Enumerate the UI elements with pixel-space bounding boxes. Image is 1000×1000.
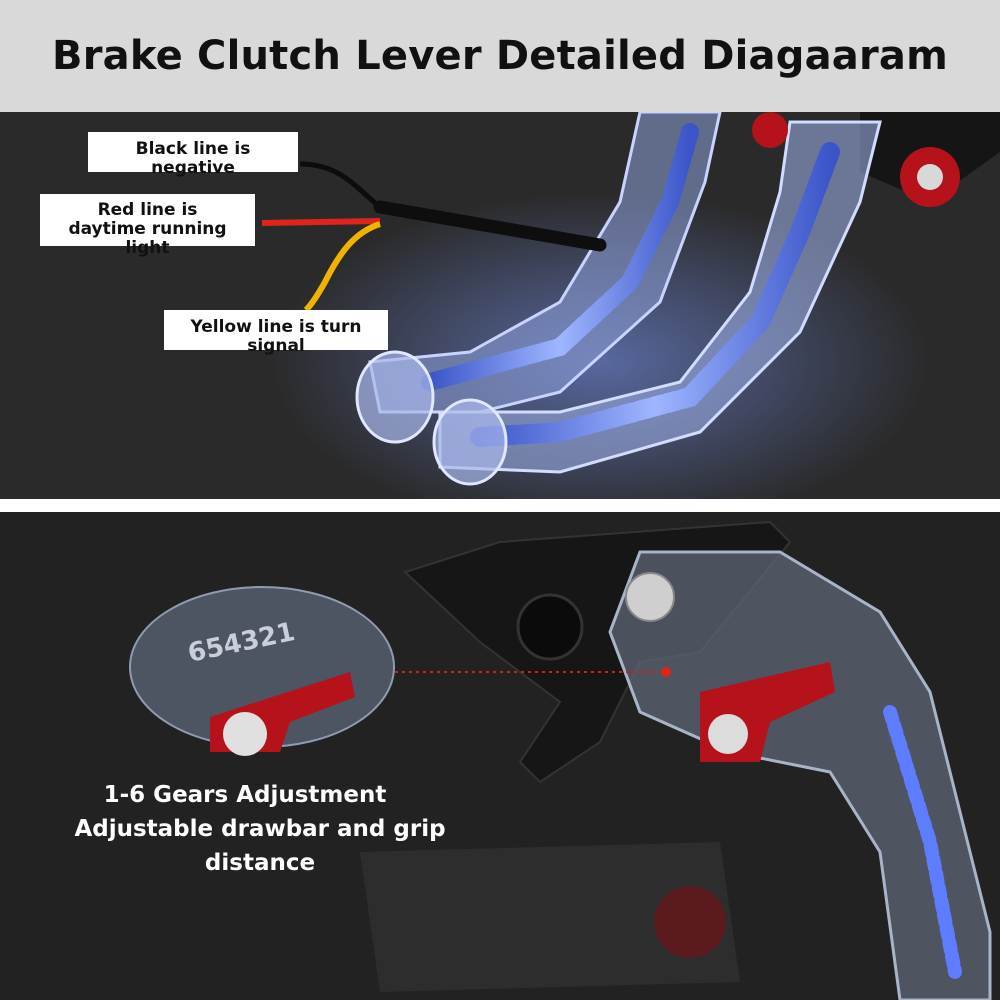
reflection-red-adjuster <box>654 886 726 958</box>
adjuster-bolt <box>708 714 748 754</box>
hex-bolt-icon <box>625 572 675 622</box>
back-lever-end-cap <box>355 350 435 444</box>
lever-wiring-illustration <box>261 112 1000 499</box>
caption-line2: Adjustable drawbar and grip distance <box>74 816 446 876</box>
pointer-dot <box>661 667 671 677</box>
adjuster-illustration: 654321 <box>129 520 992 1000</box>
front-hex-bolt <box>917 164 943 190</box>
pivot-hole <box>516 593 584 661</box>
wire-sheath <box>373 200 607 252</box>
adjustment-panel: 654321 1-6 Gears Adjustment Adjustable d… <box>0 512 1000 1000</box>
front-lever-end-cap <box>432 398 508 486</box>
red-line-label: Red line is daytime running light <box>40 194 255 258</box>
page-title: Brake Clutch Lever Detailed Diagaaram <box>52 33 948 79</box>
black-line-label: Black line is negative <box>88 132 298 178</box>
back-red-adjuster <box>752 112 788 148</box>
black-wire <box>299 161 382 209</box>
yellow-line-label: Yellow line is turn signal <box>164 310 388 356</box>
red-line-label-line2: daytime running light <box>68 219 227 258</box>
back-led-strip <box>421 123 699 391</box>
red-line-label-line1: Red line is <box>97 200 198 220</box>
header-bar: Brake Clutch Lever Detailed Diagaaram <box>0 0 1000 112</box>
front-led-strip <box>470 142 840 447</box>
red-wire <box>261 218 381 226</box>
caption-line1: 1-6 Gears Adjustment <box>103 782 387 808</box>
magnified-adjuster-bolt <box>223 712 267 756</box>
yellow-wire <box>303 221 381 313</box>
adjustment-caption: 1-6 Gears Adjustment Adjustable drawbar … <box>10 778 480 880</box>
lever-body <box>608 550 992 1000</box>
reflection <box>360 842 740 992</box>
led-strip <box>883 705 962 979</box>
wiring-panel: Black line is negative Red line is dayti… <box>0 112 1000 499</box>
